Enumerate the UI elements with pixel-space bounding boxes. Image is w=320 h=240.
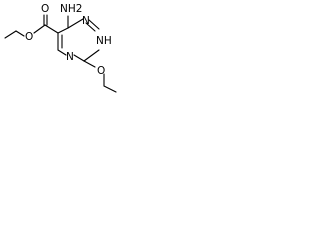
bond-ch2-ch3 [4,30,17,39]
bond-o-ch2 [15,30,25,37]
molecule-structure: NH2 N NH N O O O [4,3,117,93]
triazine-ring [57,18,100,62]
bond-n1-n2-double [85,22,96,32]
bond-c6-top [57,27,69,34]
bond-n1-n2 [88,19,100,30]
label-ring-n-bottom: N [66,51,74,63]
label-ring-nh: NH [96,35,112,47]
bond-c5-carbonyl [44,24,59,34]
label-ester-o: O [25,31,33,43]
bond-c3-o [83,60,96,68]
bond-n4-c5 [57,49,67,56]
ethoxy-group [83,60,117,93]
ester-group [4,14,59,39]
bond-ch2-ch3-ethoxy [103,85,117,93]
label-ring-n-top: N [82,15,90,27]
label-ester-o-carbonyl: O [41,3,49,15]
bond-n2-c3 [83,49,100,62]
bond-c3-n4 [73,54,85,62]
bond-carbonyl-o [33,24,46,34]
bond-c6-n1 [67,18,84,29]
label-nh2: NH2 [60,3,82,15]
label-ethoxy-o: O [97,65,105,77]
